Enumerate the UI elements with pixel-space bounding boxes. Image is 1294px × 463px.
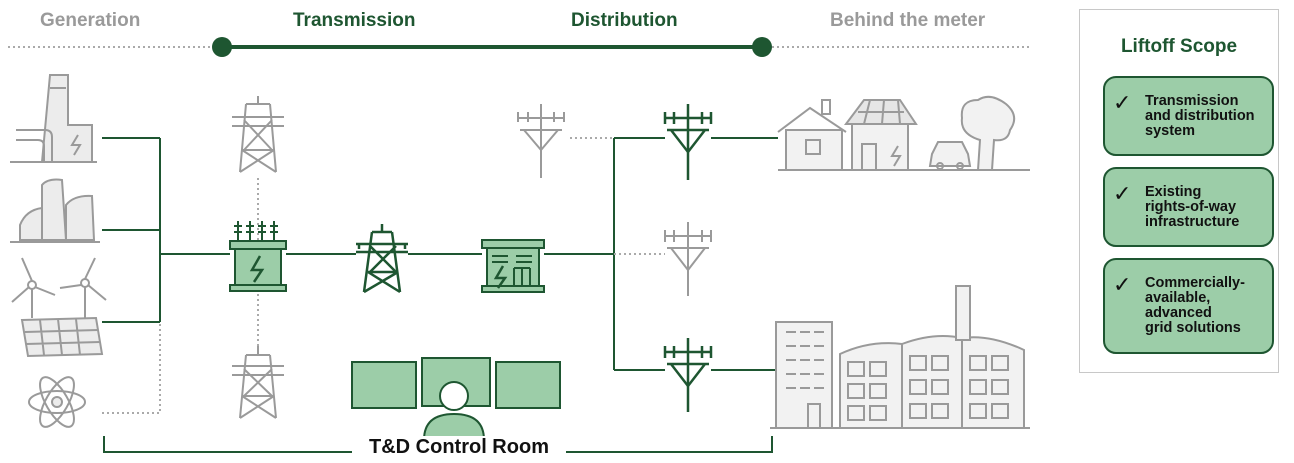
header-generation: Generation [40, 10, 141, 31]
scope-start-dot [212, 37, 232, 57]
wind-solar-icon [11, 257, 107, 358]
gray-distribution-pole-middle-icon [664, 222, 712, 296]
liftoff-scope-panel: Liftoff Scope ✓ Transmission and distrib… [1079, 9, 1279, 373]
gray-transmission-tower-bottom-icon [232, 346, 284, 419]
check-icon: ✓ [1113, 90, 1132, 115]
industrial-plant-icon [10, 178, 100, 243]
distribution-bus-lines [544, 137, 665, 371]
nuclear-atom-icon [28, 376, 86, 428]
fossil-plant-icon [10, 74, 97, 163]
scope-item-transmission: ✓ Transmission and distribution system [1103, 76, 1274, 156]
scope-item-line: and distribution [1145, 108, 1255, 124]
nuclear-dotted-link [102, 322, 161, 414]
scope-end-dot [752, 37, 772, 57]
scope-item-rights-of-way: ✓ Existing rights-of-way infrastructure [1103, 167, 1274, 247]
header-behind-the-meter: Behind the meter [830, 10, 986, 31]
scope-item-line: grid solutions [1145, 320, 1241, 336]
control-room-label: T&D Control Room [352, 436, 566, 459]
scope-item-line: Existing [1145, 184, 1202, 200]
control-room-icon [351, 357, 561, 441]
check-icon: ✓ [1113, 272, 1132, 297]
gray-transmission-tower-top-icon [232, 96, 284, 173]
transformer-icon [229, 221, 287, 292]
header-transmission: Transmission [293, 10, 416, 31]
control-room-bracket-right [566, 436, 773, 453]
grid-diagram [8, 37, 1032, 453]
scope-item-line: advanced [1145, 305, 1212, 321]
transmission-tower-icon [356, 224, 408, 294]
control-room-bracket-left [103, 436, 352, 453]
scope-item-grid-solutions: ✓ Commercially- available, advanced grid… [1103, 258, 1274, 354]
generation-bus-lines [102, 137, 230, 323]
check-icon: ✓ [1113, 181, 1132, 206]
scope-item-line: system [1145, 123, 1195, 139]
scope-item-line: Transmission [1145, 93, 1239, 109]
homes-ev-tree-icon [777, 95, 1030, 171]
scope-item-line: available, [1145, 290, 1211, 306]
distribution-pole-bottom-icon [663, 338, 713, 412]
scope-title: Liftoff Scope [1120, 36, 1238, 57]
scope-item-line: rights-of-way [1145, 199, 1237, 215]
commercial-industrial-buildings-icon [770, 285, 1030, 429]
scope-item-line: Commercially- [1145, 275, 1245, 291]
gray-distribution-pole-icon [517, 104, 565, 178]
distribution-substation-icon [481, 239, 545, 293]
header-distribution: Distribution [571, 10, 678, 31]
scope-item-line: infrastructure [1145, 214, 1240, 230]
distribution-pole-top-icon [663, 104, 713, 180]
